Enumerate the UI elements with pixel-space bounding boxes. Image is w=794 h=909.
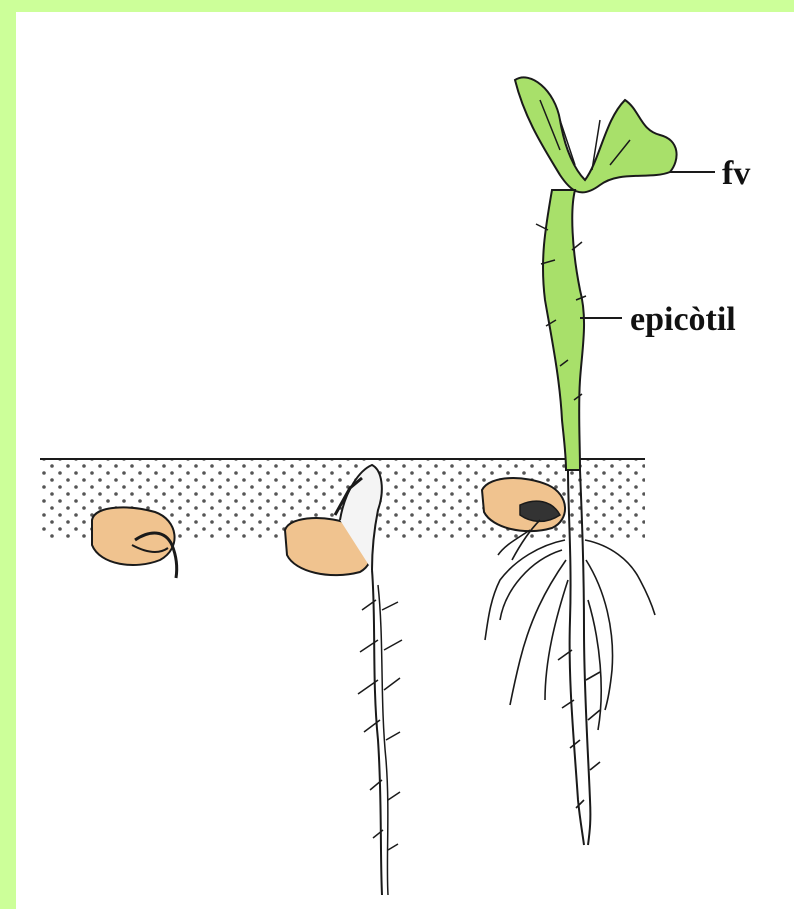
epicotyl-stem (543, 190, 584, 470)
label-fv: fv (722, 155, 750, 192)
foliage-leaves (515, 77, 677, 192)
label-epicotil: epicòtil (630, 301, 736, 338)
seed-stage-1 (92, 507, 177, 578)
seed-1 (92, 507, 175, 565)
